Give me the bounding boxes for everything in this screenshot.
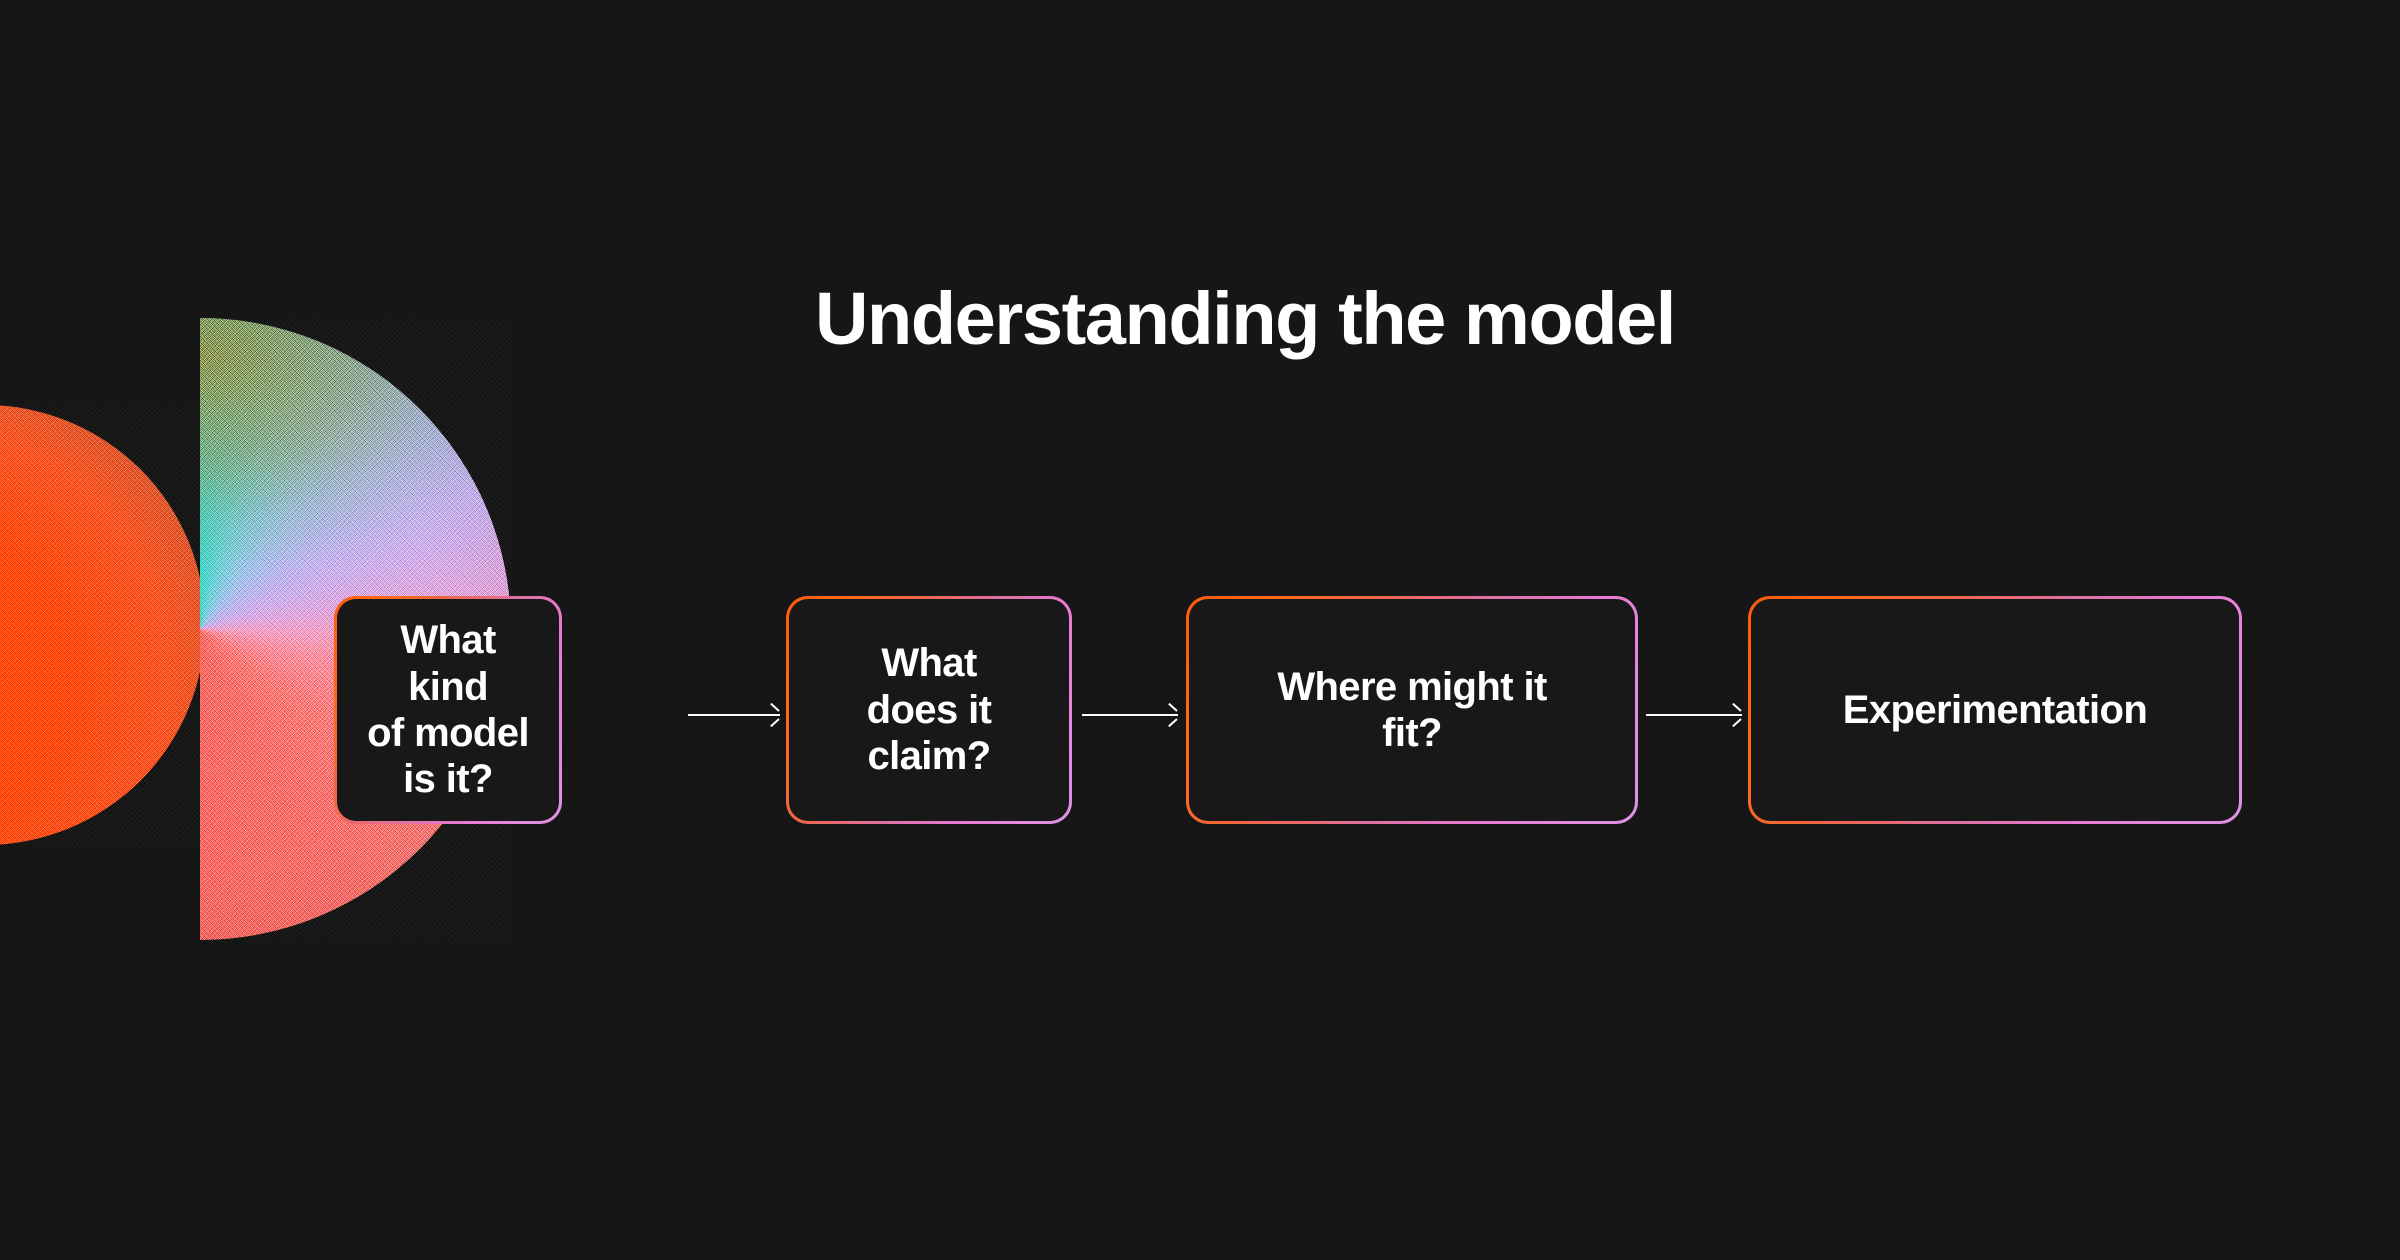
flow-node-4[interactable]: Experimentation: [1748, 596, 2247, 834]
arrow-shaft: [1646, 714, 1742, 716]
flow-node-body: Where might it fit?: [1189, 599, 1635, 821]
flow-node-1[interactable]: What kind of model is it?: [334, 596, 567, 834]
flow-node-body: Experimentation: [1751, 599, 2239, 821]
flow-node-label: Experimentation: [1842, 687, 2148, 732]
flow-node-frame: Experimentation: [1748, 596, 2242, 824]
arrow-head-icon: [1728, 708, 1742, 722]
page-title: Understanding the model: [815, 277, 1676, 360]
flow-node-label: Where might it fit?: [1277, 664, 1547, 755]
flow-node-frame: Where might it fit?: [1186, 596, 1638, 824]
flow-node-frame: What kind of model is it?: [334, 596, 562, 824]
arrow-head-icon: [766, 708, 780, 722]
flow-arrow-3: [1646, 708, 1742, 722]
flow-node-label: What kind of model is it?: [367, 618, 529, 802]
flow-node-body: What does it claim?: [789, 599, 1069, 821]
arrow-shaft: [688, 714, 780, 716]
arrow-shaft: [1082, 714, 1178, 716]
arrow-head-icon: [1164, 708, 1178, 722]
flow-node-frame: What does it claim?: [786, 596, 1072, 824]
flow-node-3[interactable]: Where might it fit?: [1186, 596, 1643, 834]
flow-arrow-2: [1082, 708, 1178, 722]
flow-node-2[interactable]: What does it claim?: [786, 596, 1077, 834]
process-flow-diagram: What kind of model is it? What does it c…: [0, 596, 2400, 846]
flow-node-body: What kind of model is it?: [337, 599, 559, 821]
flow-node-label: What does it claim?: [866, 641, 992, 779]
flow-arrow-1: [688, 708, 780, 722]
